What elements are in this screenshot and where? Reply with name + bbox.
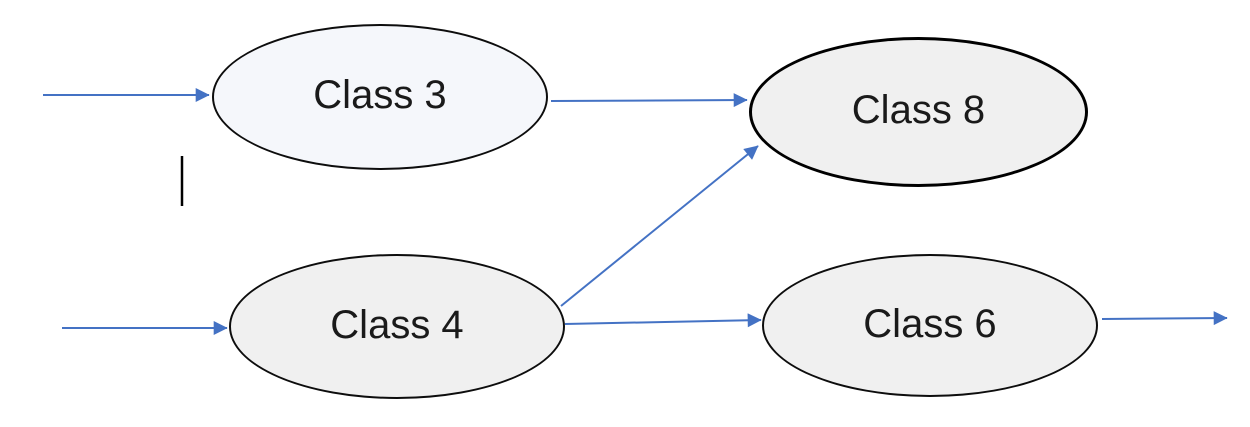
edge-class3-to-class8	[550, 93, 748, 108]
node-class8: Class 8	[749, 37, 1088, 187]
node-class4-label: Class 4	[330, 302, 464, 347]
node-class6-label: Class 6	[863, 301, 997, 346]
edge-class6-to-external	[1101, 311, 1228, 326]
edge-class4-to-class8	[560, 145, 759, 307]
node-class8-label: Class 8	[851, 88, 986, 132]
node-class6: Class 6	[762, 254, 1098, 397]
edge-class4-to-class6	[564, 313, 762, 328]
node-class3: Class 3	[212, 24, 548, 170]
node-class3-label: Class 3	[313, 73, 447, 117]
node-class4: Class 4	[229, 254, 565, 399]
